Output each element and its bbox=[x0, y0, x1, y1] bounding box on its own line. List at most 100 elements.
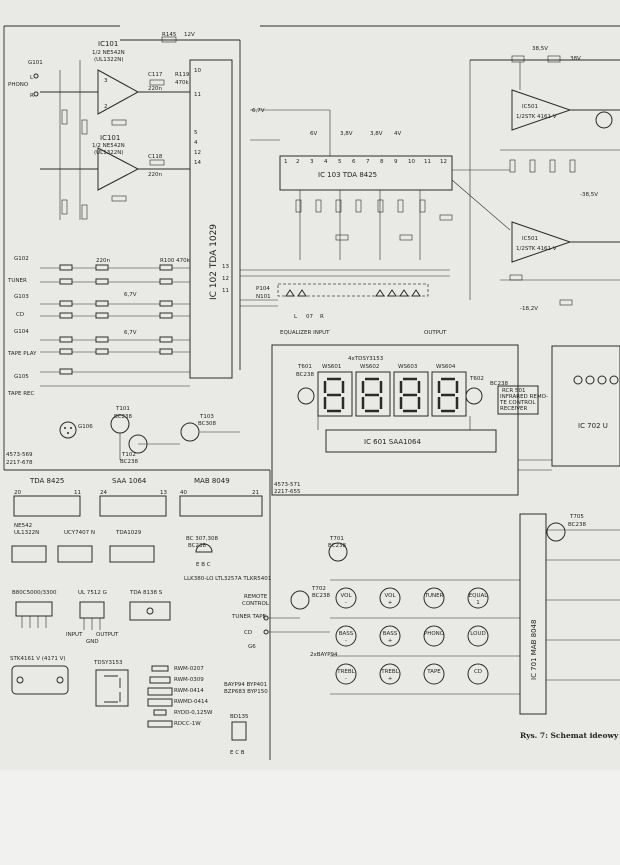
input-tuner-label: TUNER bbox=[7, 278, 27, 284]
display-board bbox=[271, 344, 519, 496]
input-g102-label: G102 bbox=[14, 256, 29, 262]
t705-part: BC238 bbox=[568, 522, 587, 528]
input-tape-play-label: TAPE PLAY bbox=[7, 351, 37, 357]
input-phono-label: PHONO bbox=[8, 82, 29, 88]
keypad-button bbox=[379, 663, 401, 685]
pin-input: INPUT bbox=[66, 632, 83, 638]
output-label: OUTPUT bbox=[424, 330, 447, 336]
svg-text:3: 3 bbox=[310, 159, 314, 165]
ic101b-ref: IC101 bbox=[100, 134, 120, 142]
pin-ecb: E C B bbox=[230, 750, 245, 756]
remote-cd: CD bbox=[244, 630, 252, 636]
pin-ebc: E B C bbox=[196, 562, 211, 568]
figure-caption: Rys. 7: Schemat ideowy wz bbox=[520, 731, 620, 740]
keypad-button-label: TREBL bbox=[380, 669, 399, 675]
ic103-tda8425 bbox=[279, 155, 453, 191]
ic103-label: IC 103 TDA 8425 bbox=[318, 171, 377, 179]
connector-p104 bbox=[277, 283, 429, 297]
ic102-label: IC 102 TDA 1029 bbox=[209, 224, 219, 300]
keypad-button-label: TAPE bbox=[426, 669, 441, 675]
receiver-line3: TE CONTROL bbox=[499, 400, 536, 406]
svg-text:220n: 220n bbox=[148, 172, 162, 178]
t702-ref: T702 bbox=[311, 586, 326, 592]
connector-g106 bbox=[59, 421, 77, 439]
svg-text:6V: 6V bbox=[310, 131, 317, 137]
rail-12v-label: 12V bbox=[184, 32, 195, 38]
transistor-t705 bbox=[546, 522, 566, 542]
svg-text:12: 12 bbox=[194, 150, 201, 156]
display-ws604-label: WS604 bbox=[436, 364, 456, 370]
ic101b-part1: 1/2 NE542N bbox=[92, 143, 125, 149]
pin-res2: RWM-0309 bbox=[174, 677, 204, 683]
svg-text:L: L bbox=[30, 75, 34, 81]
keypad-button-sub: + bbox=[388, 638, 393, 644]
keypad-button-label: TUNER bbox=[424, 593, 444, 599]
svg-text:220n: 220n bbox=[96, 258, 110, 264]
ir-receiver bbox=[497, 385, 539, 415]
schematic-sheet: R145 12V 3 2 IC101 1/2 NE542N (UL1322N) … bbox=[3, 25, 620, 760]
n101-label: N101 bbox=[256, 294, 271, 300]
svg-text:10: 10 bbox=[408, 159, 415, 165]
pin-saa1064: SAA 1064 bbox=[112, 477, 147, 485]
t701-part: BC238 bbox=[328, 543, 347, 549]
keypad-button-sub: + bbox=[388, 676, 393, 682]
t705-ref: T705 bbox=[569, 514, 584, 520]
input-g103-label: G103 bbox=[14, 294, 29, 300]
ic501-amp-lower bbox=[511, 221, 572, 263]
keypad-button-label: VOL bbox=[340, 593, 352, 599]
equalizer-input-label: EQUALIZER INPUT bbox=[280, 330, 330, 336]
input-resistor-ladder: 220n R100 470k 6,7V 6,7V bbox=[40, 258, 191, 387]
svg-text:24: 24 bbox=[100, 490, 107, 496]
pin-ucy7407n: UCY7407 N bbox=[64, 530, 95, 536]
svg-text:40: 40 bbox=[180, 490, 187, 496]
svg-text:13: 13 bbox=[222, 264, 229, 270]
svg-text:5: 5 bbox=[194, 130, 198, 136]
t701-ref: T701 bbox=[329, 536, 344, 542]
pin-mab8049: MAB 8049 bbox=[194, 477, 230, 485]
pin-res4: RWMD-0414 bbox=[174, 699, 208, 705]
ic101-part1: 1/2 NE542N bbox=[92, 50, 125, 56]
keypad-button-label: EQUAL bbox=[469, 593, 489, 599]
pin-tda8425: TDA 8425 bbox=[29, 477, 64, 485]
pin-bridge: B80C5000/3300 bbox=[12, 590, 57, 596]
display-ws601-label: WS601 bbox=[322, 364, 341, 370]
keypad-button-sub: - bbox=[345, 676, 347, 682]
pin-tdsy3153: TDSY3153 bbox=[93, 660, 123, 666]
ic701-label: IC 701 MAB 8048 bbox=[530, 620, 538, 680]
pin-bayp94: BAYP94 BYP401 bbox=[224, 682, 267, 688]
remote-diodes: 2xBAYP94 bbox=[310, 652, 338, 658]
pin-res5: RYDD-0,125W bbox=[174, 710, 213, 716]
t101-ref: T101 bbox=[115, 406, 130, 412]
svg-text:2: 2 bbox=[296, 159, 300, 165]
svg-text:14: 14 bbox=[194, 160, 201, 166]
svg-text:6: 6 bbox=[352, 159, 356, 165]
doc-code-4: 2217-655 bbox=[274, 489, 301, 495]
ic101-ref: IC101 bbox=[98, 40, 118, 48]
keypad-button-label: TREBL bbox=[336, 669, 355, 675]
keypad-button bbox=[467, 625, 489, 647]
svg-text:220n: 220n bbox=[148, 86, 162, 92]
pin-bc307: BC 307,308 bbox=[186, 536, 219, 542]
svg-text:9: 9 bbox=[394, 159, 398, 165]
keypad-button-label: PHONO bbox=[424, 631, 445, 637]
pin-output: OUTPUT bbox=[96, 632, 119, 638]
svg-text:3,8V: 3,8V bbox=[370, 131, 383, 137]
ic701-mab8048 bbox=[519, 513, 547, 715]
keypad-button bbox=[335, 625, 357, 647]
ic103-passive-row bbox=[295, 199, 453, 241]
ic102-tda1029 bbox=[189, 59, 233, 379]
ic702-board bbox=[551, 345, 620, 467]
t102-ref: T102 bbox=[121, 452, 136, 458]
keypad-button bbox=[423, 625, 445, 647]
ic501-amp-upper bbox=[511, 89, 572, 131]
svg-text:C117: C117 bbox=[148, 72, 163, 78]
keypad-button-sub: - bbox=[345, 600, 347, 606]
keypad-button-label: VOL bbox=[384, 593, 396, 599]
remote-g6: G6 bbox=[248, 644, 256, 650]
svg-text:5: 5 bbox=[338, 159, 342, 165]
rail-67v-label: 6,7V bbox=[252, 108, 265, 114]
svg-text:12: 12 bbox=[440, 159, 447, 165]
svg-text:L: L bbox=[294, 314, 298, 320]
t101-part: BC238 bbox=[114, 414, 133, 420]
